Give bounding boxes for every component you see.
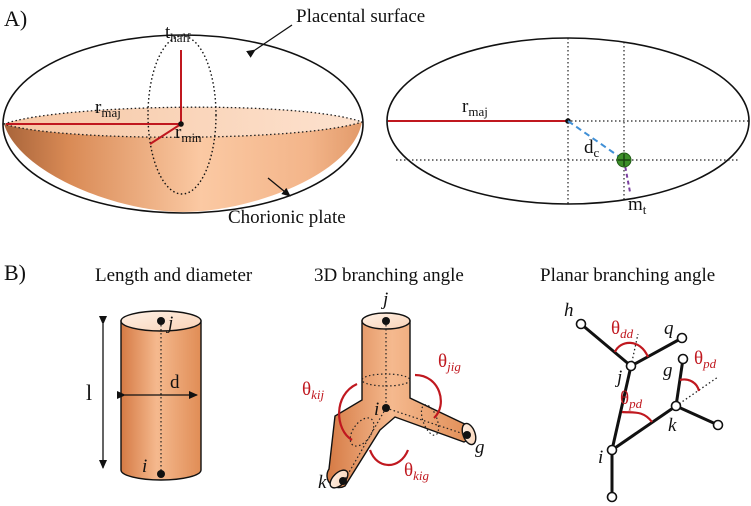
centre-dot <box>178 121 184 127</box>
branch-section-left <box>349 417 375 447</box>
node-i-label: i <box>142 456 147 477</box>
edge-i-j <box>610 365 633 451</box>
node-planar-i-label: i <box>598 447 603 468</box>
edge-k-right <box>675 404 719 427</box>
placental-surface-ellipse <box>2 34 364 214</box>
angle-dd-arc <box>613 341 650 358</box>
angle-kij-label: θkij <box>302 379 324 402</box>
node-planar-g-label: g <box>663 360 673 381</box>
placenta-bowl <box>4 111 362 212</box>
angle-kij-arc <box>338 383 358 441</box>
branching-3d-diagram: 3D branching angle j i k g θkij θjig θk <box>302 265 485 493</box>
node-i-dot <box>157 470 165 478</box>
node-3d-i-label: i <box>374 399 379 420</box>
m-t-line <box>623 159 631 193</box>
edge-k-extension <box>675 376 719 407</box>
panel-a: A) thalf rmaj rmin Placental surface Cho… <box>1 6 750 228</box>
node-planar-bottom <box>606 491 618 503</box>
node-3d-g-dot <box>463 431 471 439</box>
angle-pd-upper-label: θpd <box>694 348 717 371</box>
node-3d-g-label: g <box>475 437 485 458</box>
vertical-section-ellipse <box>147 35 217 195</box>
node-planar-j <box>625 360 637 372</box>
length-label: l <box>86 380 92 405</box>
title-length-diameter: Length and diameter <box>95 265 253 286</box>
placental-surface-arrow <box>246 24 293 58</box>
chorionic-plate-arrow <box>267 177 291 197</box>
node-planar-j-label: j <box>614 367 622 388</box>
node-planar-k <box>670 400 682 412</box>
title-branching-3d: 3D branching angle <box>314 265 464 286</box>
node-j-label: j <box>165 313 173 334</box>
m-t-label: mt <box>628 194 647 217</box>
angle-pd-lower-arc <box>621 410 653 423</box>
angle-pd-upper-arc <box>679 378 701 392</box>
node-planar-q <box>676 332 688 344</box>
t-half-label: thalf <box>165 22 191 45</box>
panel-a-label: A) <box>4 6 27 31</box>
angle-kig-arc <box>368 449 410 466</box>
r-min-label: rmin <box>175 122 202 145</box>
target-marker <box>616 152 632 168</box>
placenta-2d: rmaj dc mt <box>386 37 750 217</box>
angle-dd-label: θdd <box>611 318 634 341</box>
angle-jig-arc <box>414 373 442 419</box>
node-3d-j-dot <box>382 317 390 325</box>
panel-b-label: B) <box>4 260 26 285</box>
node-3d-j-label: j <box>380 289 388 310</box>
panel-b: B) Length and diameter j i l d 3D branch… <box>4 260 724 503</box>
node-3d-k-dot <box>339 477 347 485</box>
node-planar-k-label: k <box>668 415 677 436</box>
placenta-3d: thalf rmaj rmin Placental surface Chorio… <box>1 6 425 228</box>
r-min-line <box>149 123 182 145</box>
chorionic-plate-label: Chorionic plate <box>228 207 346 228</box>
placental-surface-label: Placental surface <box>296 6 425 27</box>
placenta-rim-dotted <box>1 106 365 138</box>
node-planar-i <box>606 444 618 456</box>
node-j-dot <box>157 317 165 325</box>
title-branching-planar: Planar branching angle <box>540 265 715 286</box>
edge-j-q <box>630 336 683 368</box>
node-planar-g <box>677 353 689 365</box>
edge-k-g <box>674 358 685 407</box>
node-3d-i-dot <box>382 404 390 412</box>
edge-i-k <box>611 404 677 452</box>
node-planar-h-label: h <box>564 300 574 321</box>
node-planar-right <box>712 419 724 431</box>
node-3d-k-label: k <box>318 472 327 493</box>
d-c-line <box>567 120 625 161</box>
angle-jig-label: θjig <box>438 351 461 374</box>
r-maj-label: rmaj <box>95 97 121 120</box>
angle-pd-lower-label: θpd <box>620 388 643 411</box>
edge-j-extension <box>630 333 639 367</box>
branching-planar-diagram: Planar branching angle h q j g <box>540 265 724 503</box>
cylinder-body <box>120 320 202 481</box>
length-diameter-diagram: Length and diameter j i l d <box>86 265 253 481</box>
d-c-label: dc <box>584 137 600 160</box>
angle-kig-label: θkig <box>404 460 429 483</box>
edge-j-h <box>580 322 632 368</box>
r-maj-2d-label: rmaj <box>462 96 488 119</box>
branch-section-right <box>420 404 440 436</box>
node-planar-q-label: q <box>664 318 674 339</box>
node-planar-h <box>575 318 587 330</box>
diameter-label: d <box>170 372 180 393</box>
